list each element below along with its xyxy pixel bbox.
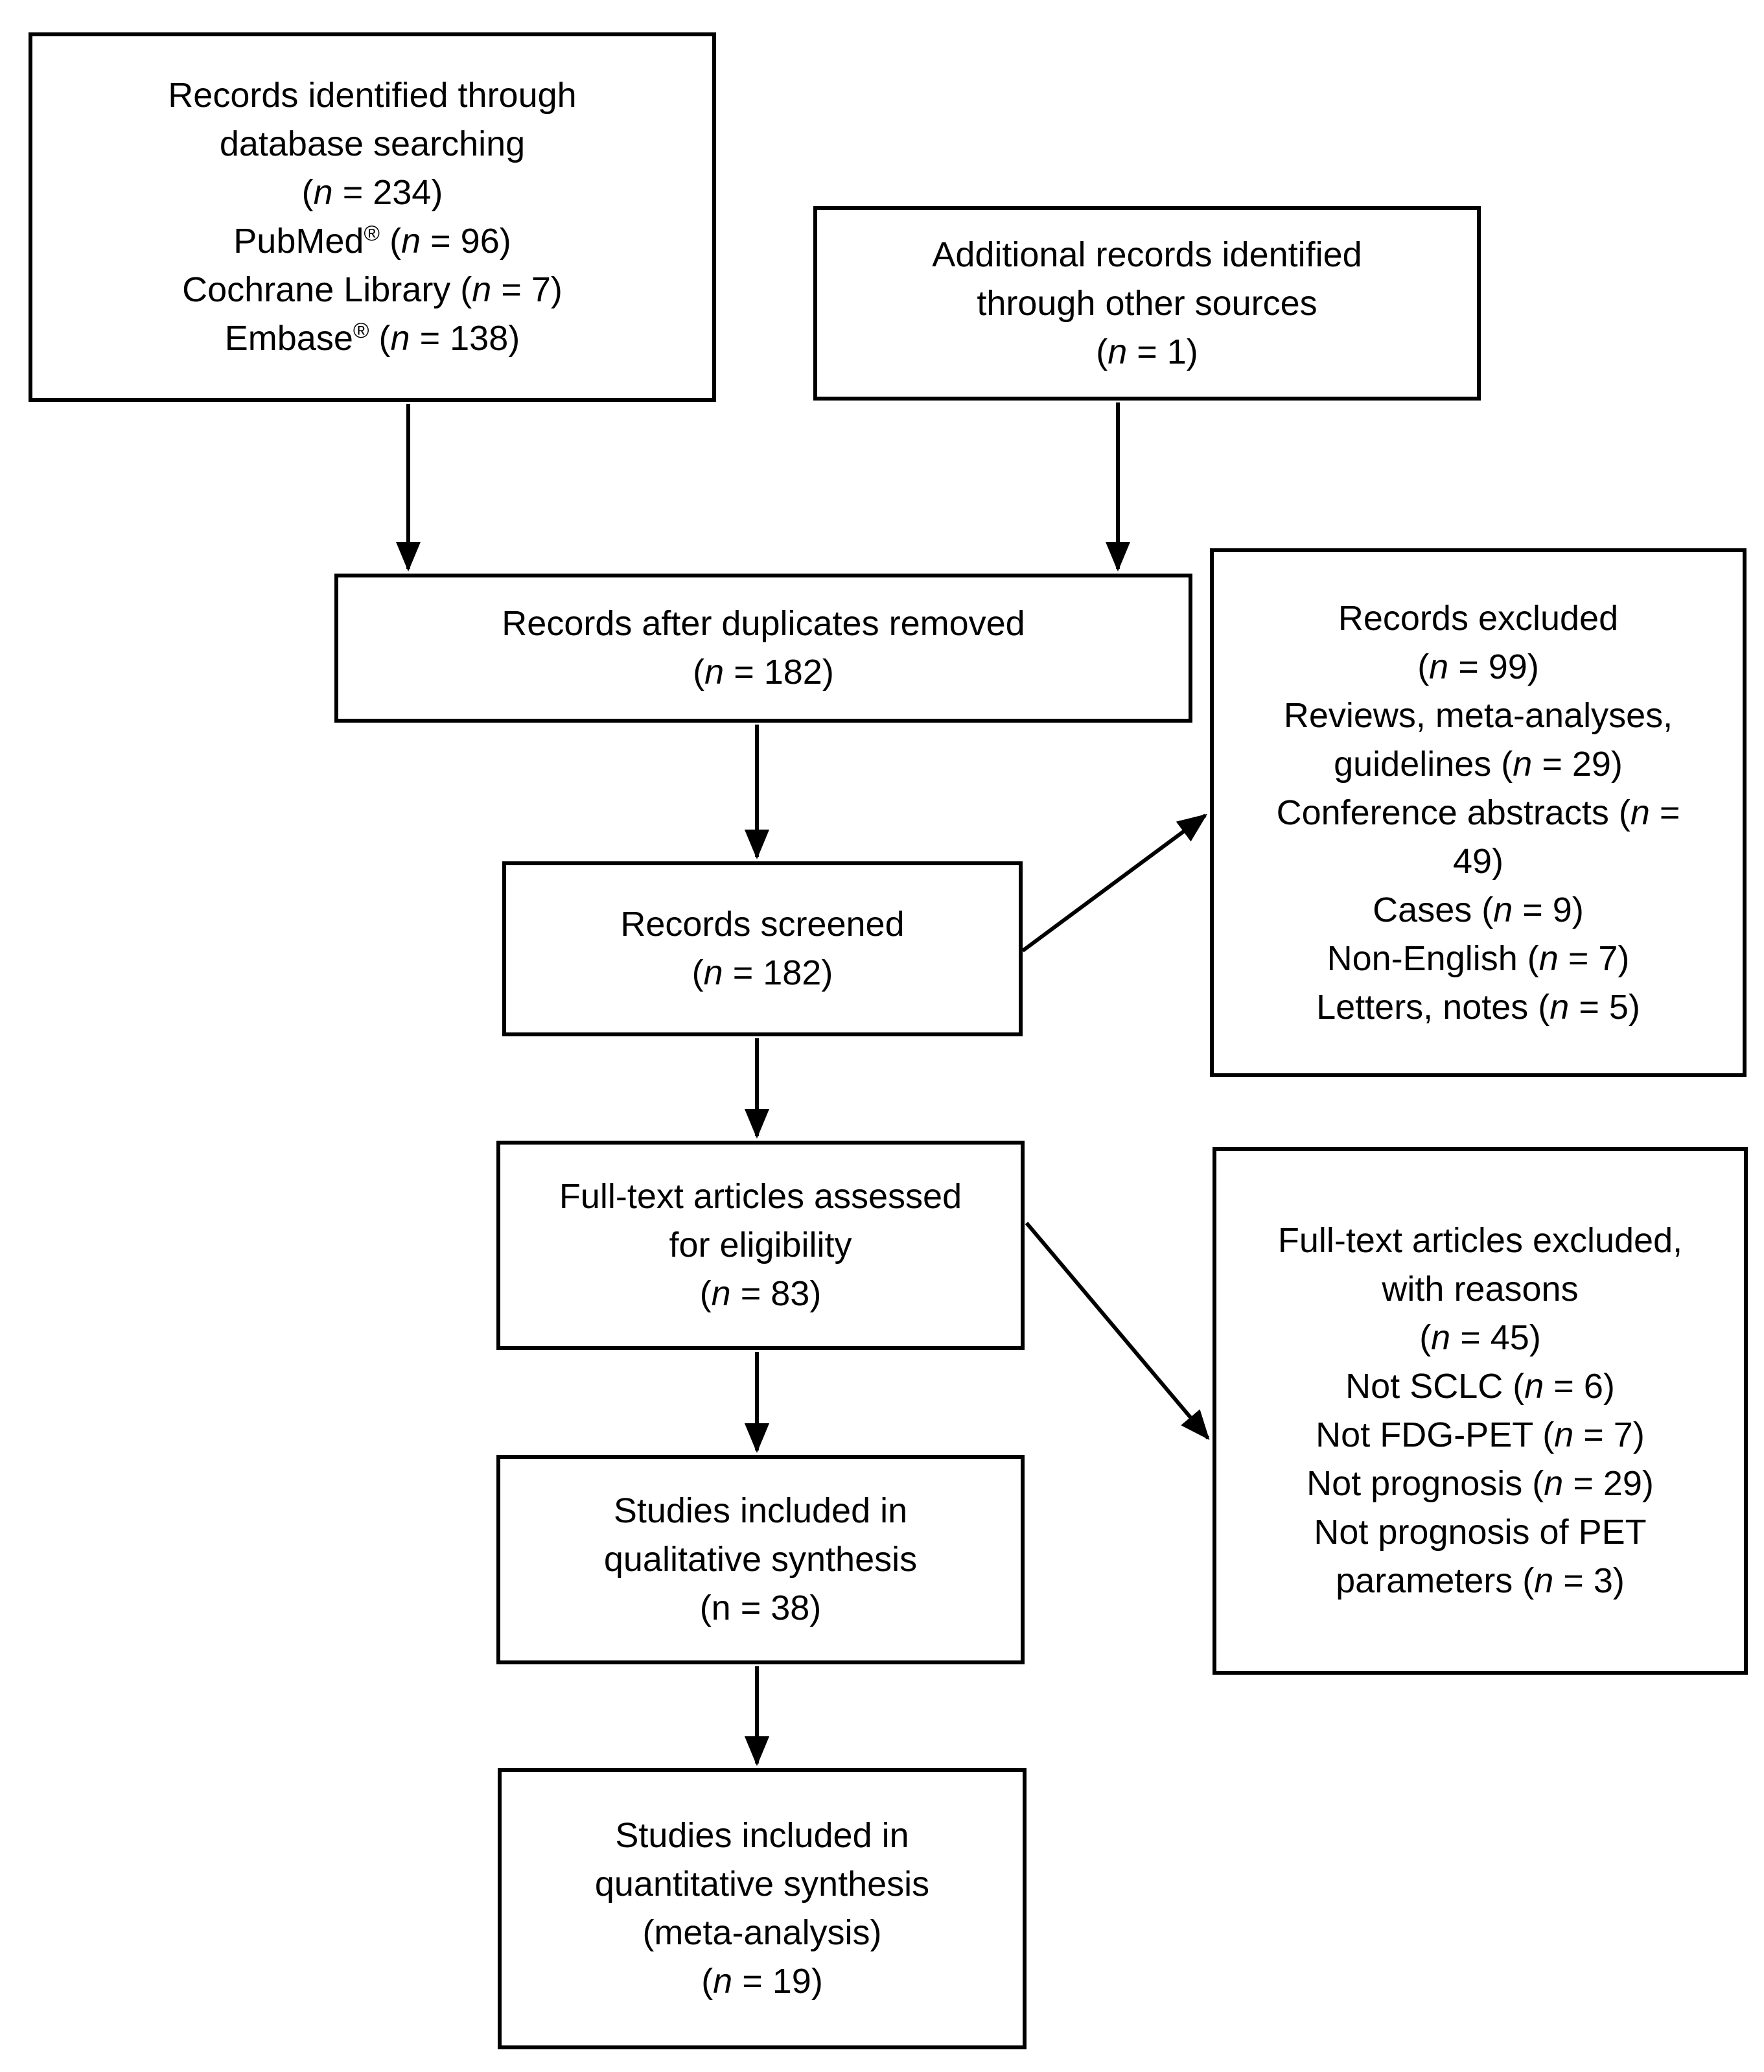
box-text-line: Records screened [620,905,905,944]
box-text-line: Non-English (n = 7) [1327,938,1630,978]
box-fulltext-excluded: Full-text articles excluded, with reason… [1213,1147,1748,1675]
box-text-line: (n = 99) [1417,647,1539,686]
box-text-line: (n = 19) [701,1962,823,2001]
box-text-line: parameters (n = 3) [1336,1561,1625,1600]
box-text-line: guidelines (n = 29) [1334,744,1623,784]
box-text-line: (n = 45) [1419,1318,1541,1357]
box-text-line: Not prognosis (n = 29) [1306,1464,1654,1503]
box-text-line: Full-text articles excluded, [1277,1221,1683,1260]
box-text-line: (n = 38) [699,1589,822,1627]
box-text-line: 49) [1452,841,1504,881]
box-text-line: database searching [219,124,526,163]
box-text-line: for eligibility [669,1226,852,1264]
box-text-line: (n = 182) [693,653,834,692]
box-text-line: Records identified through [168,76,577,115]
box-text-line: Studies included in [613,1491,908,1530]
box-text-line: through other sources [977,283,1317,323]
arrow-screened-to-records-excluded [1021,813,1208,953]
box-text-line: Conference abstracts (n = [1276,793,1680,832]
box-records-after-duplicates: Records after duplicates removed (n = 18… [334,574,1192,723]
box-text-line: Not SCLC (n = 6) [1345,1367,1615,1406]
box-qualitative-synthesis: Studies included in qualitative synthesi… [496,1455,1025,1664]
box-text-line: quantitative synthesis [594,1865,930,1903]
box-additional-records: Additional records identified through ot… [813,206,1481,401]
box-text-line: (n = 234) [301,173,443,212]
box-text-line: PubMed® (n = 96) [233,222,511,261]
box-text-line: Cases (n = 9) [1373,890,1584,929]
box-text-line: Records after duplicates removed [502,604,1025,643]
box-text-line: Studies included in [615,1816,909,1855]
box-text-line: with reasons [1382,1270,1579,1309]
box-text-line: Full-text articles assessed [559,1177,962,1216]
box-text-line: (meta-analysis) [642,1913,882,1952]
box-text-line: qualitative synthesis [603,1540,918,1579]
box-text-line: (n = 182) [691,953,833,992]
box-text-line: Additional records identified [932,235,1362,274]
box-text-line: Letters, notes (n = 5) [1316,987,1640,1027]
box-records-excluded: Records excluded (n = 99) Reviews, meta-… [1210,548,1747,1077]
box-records-screened: Records screened (n = 182) [502,861,1023,1036]
box-text-line: Records excluded [1338,598,1619,638]
box-fulltext-assessed: Full-text articles assessed for eligibil… [496,1141,1025,1350]
box-text-line: (n = 83) [699,1274,822,1313]
box-quantitative-synthesis: Studies included in quantitative synthes… [498,1768,1027,2049]
box-text-line: Embase® (n = 138) [224,319,520,358]
box-text-line: Not FDG-PET (n = 7) [1316,1415,1645,1454]
box-text-line: (n = 1) [1096,332,1198,371]
box-text-line: Not prognosis of PET [1314,1513,1647,1552]
box-text-line: Cochrane Library (n = 7) [182,270,563,309]
box-records-identified: Records identified through database sear… [29,32,716,402]
arrow-fulltext-assessed-to-fulltext-excluded [1025,1222,1210,1440]
box-text-line: Reviews, meta-analyses, [1283,695,1673,735]
